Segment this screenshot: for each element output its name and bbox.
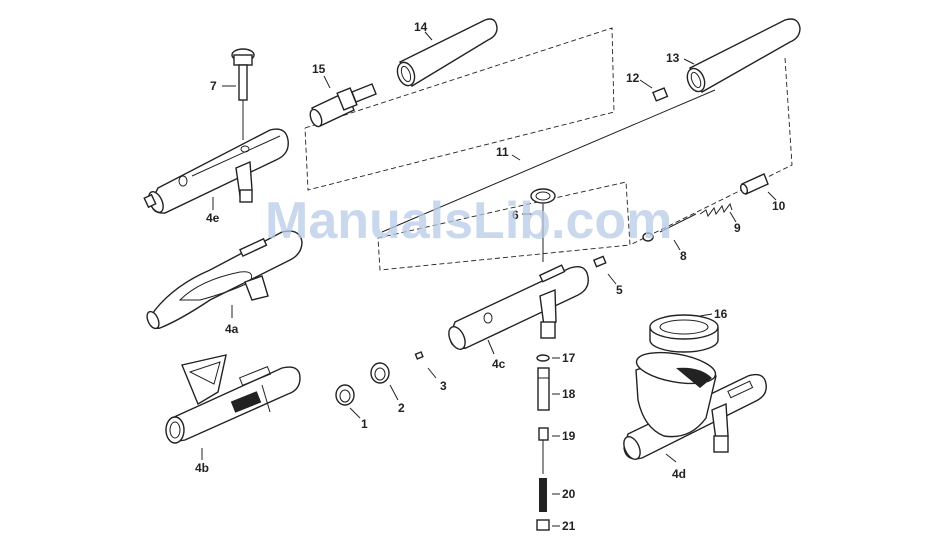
body-4b bbox=[166, 355, 300, 443]
part-5-spring bbox=[594, 256, 606, 266]
part-12-nut bbox=[653, 88, 667, 101]
label-7: 7 bbox=[210, 79, 217, 93]
label-4e: 4e bbox=[206, 211, 220, 225]
label-18: 18 bbox=[562, 387, 576, 401]
label-3: 3 bbox=[440, 379, 447, 393]
label-4d: 4d bbox=[672, 467, 686, 481]
part-15-fitting bbox=[308, 84, 376, 128]
part-1-cap bbox=[336, 385, 354, 405]
part-17-washer bbox=[537, 355, 549, 361]
leader-lines bbox=[202, 32, 776, 526]
watermark-text: ManualsLib.com bbox=[265, 192, 672, 250]
label-14: 14 bbox=[414, 20, 428, 34]
part-14-handle bbox=[394, 19, 497, 88]
callout-labels: 7 4e 4a 4b 15 14 11 6 12 13 10 9 8 5 4c … bbox=[195, 20, 786, 533]
label-17: 17 bbox=[562, 351, 576, 365]
part-7-trigger bbox=[232, 49, 254, 140]
label-10: 10 bbox=[772, 199, 786, 213]
label-4a: 4a bbox=[225, 322, 239, 336]
label-1: 1 bbox=[361, 417, 368, 431]
body-4d bbox=[621, 347, 767, 462]
label-11: 11 bbox=[496, 145, 509, 159]
label-13: 13 bbox=[666, 51, 680, 65]
label-16: 16 bbox=[714, 307, 728, 321]
label-4c: 4c bbox=[492, 357, 506, 371]
label-9: 9 bbox=[734, 221, 741, 235]
part-10-guide bbox=[739, 174, 768, 195]
label-5: 5 bbox=[616, 283, 623, 297]
label-2: 2 bbox=[398, 401, 405, 415]
part-19-valve-stem bbox=[539, 428, 548, 474]
label-4b: 4b bbox=[195, 461, 209, 475]
label-12: 12 bbox=[626, 71, 640, 85]
body-4c bbox=[446, 265, 589, 352]
part-16-cup-lid bbox=[650, 315, 718, 352]
part-21-nut bbox=[537, 520, 549, 530]
label-8: 8 bbox=[680, 249, 687, 263]
part-3-nozzle bbox=[415, 352, 422, 359]
label-15: 15 bbox=[312, 62, 326, 76]
label-20: 20 bbox=[562, 487, 576, 501]
part-2-nozzle-cap bbox=[371, 363, 389, 383]
label-19: 19 bbox=[562, 429, 576, 443]
part-20-spring bbox=[539, 478, 547, 512]
label-21: 21 bbox=[562, 519, 576, 533]
part-18-valve bbox=[538, 368, 549, 410]
part-13-handle bbox=[684, 19, 800, 94]
